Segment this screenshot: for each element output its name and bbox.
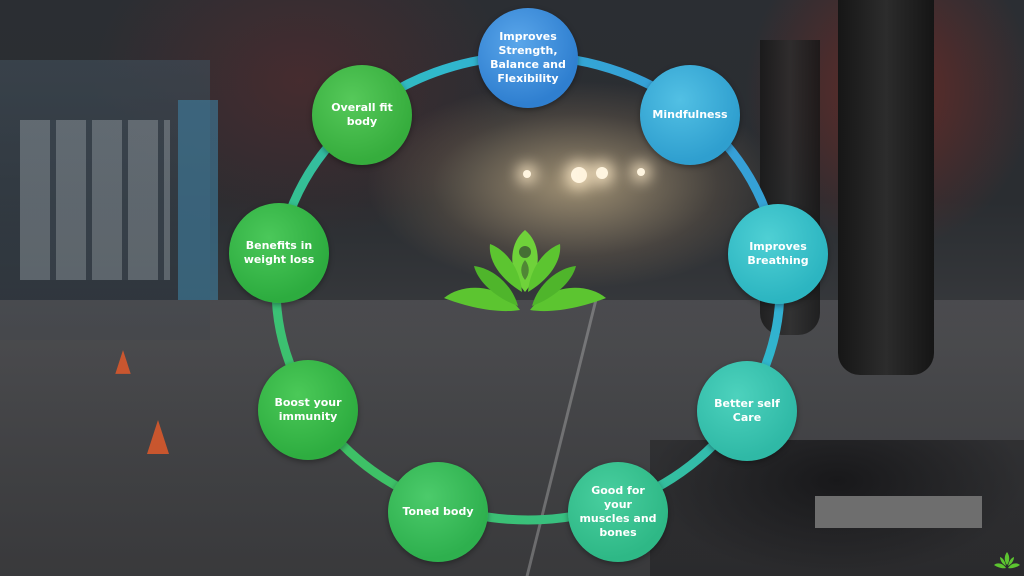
node-improves-strength: Improves Strength, Balance and Flexibili… xyxy=(478,8,578,108)
node-mindfulness: Mindfulness xyxy=(640,65,740,165)
node-improves-breathing: Improves Breathing xyxy=(728,204,828,304)
stage-light xyxy=(571,167,587,183)
background-wall xyxy=(0,60,210,340)
node-overall-fit-body: Overall fit body xyxy=(312,65,412,165)
lotus-leaf-logo-icon xyxy=(444,230,606,312)
stage-light xyxy=(637,168,645,176)
background-window xyxy=(20,120,170,280)
node-weight-loss: Benefits in weight loss xyxy=(229,203,329,303)
background-cone xyxy=(115,350,131,374)
background-punching-bag xyxy=(838,0,934,375)
node-boost-immunity: Boost your immunity xyxy=(258,360,358,460)
lotus-leaf-small-icon xyxy=(994,552,1020,569)
node-toned-body: Toned body xyxy=(388,462,488,562)
background-panel xyxy=(178,100,218,300)
background-cone xyxy=(147,420,169,454)
stage-light xyxy=(523,170,531,178)
stage-light xyxy=(596,167,608,179)
node-muscles-and-bones: Good for your muscles and bones xyxy=(568,462,668,562)
node-better-self-care: Better self Care xyxy=(697,361,797,461)
redacted-caption-box xyxy=(815,496,982,528)
